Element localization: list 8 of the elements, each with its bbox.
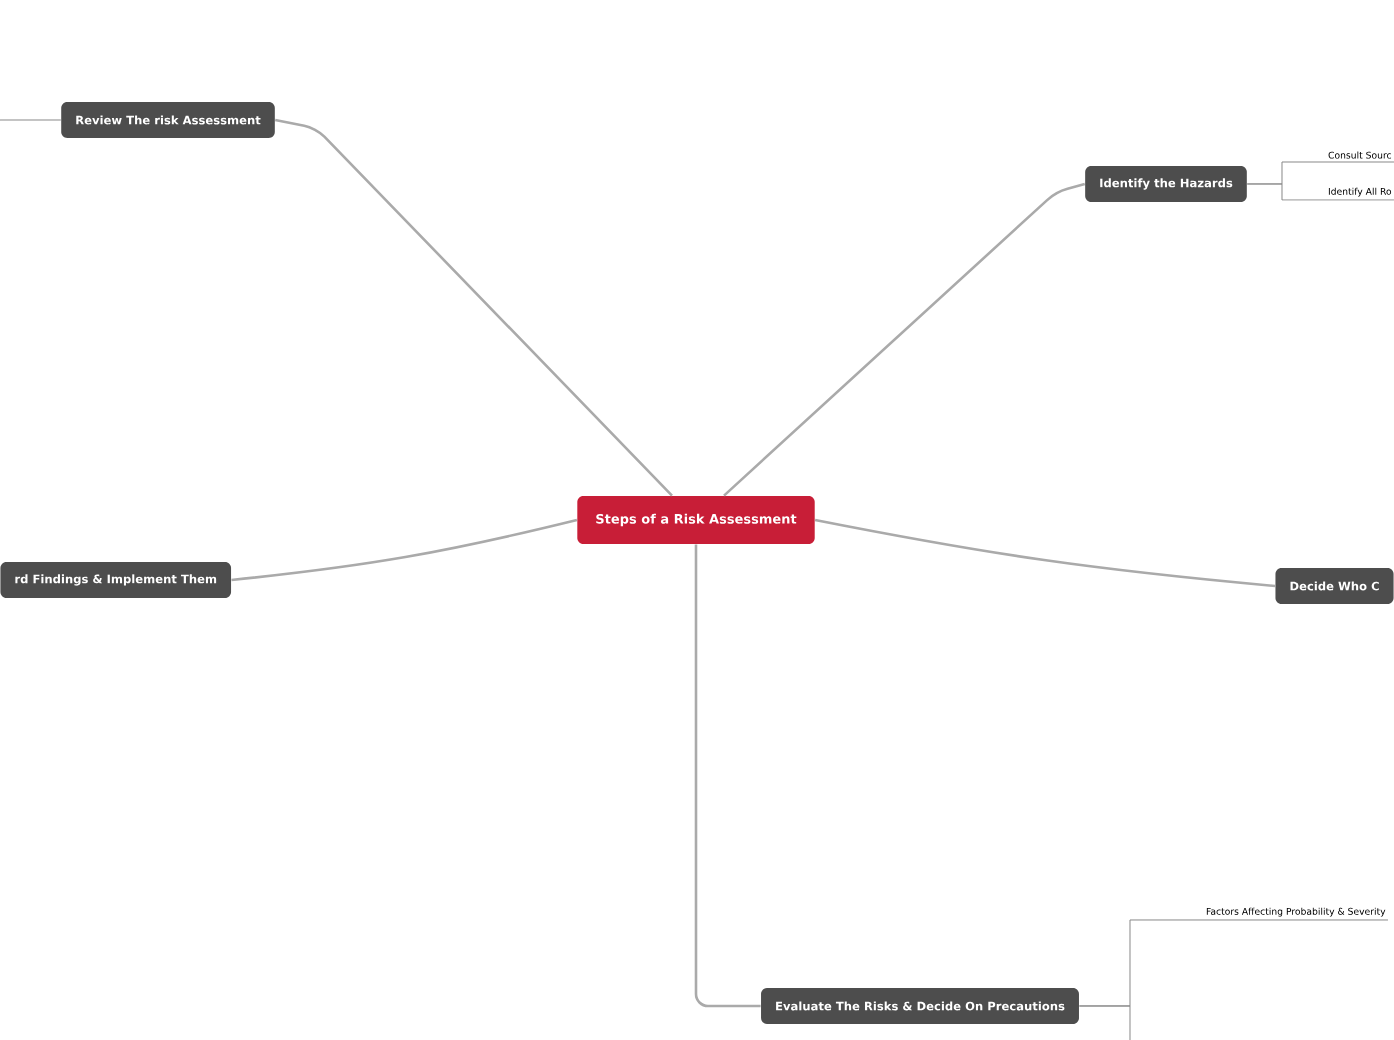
connector-line xyxy=(1078,1005,1131,1040)
connector-line xyxy=(694,544,761,1008)
connector-line xyxy=(274,118,673,497)
connector-line xyxy=(1246,183,1394,201)
connector-line xyxy=(0,119,62,121)
connector-line xyxy=(723,182,1086,497)
connector-line xyxy=(814,518,1276,588)
connector-line xyxy=(231,518,578,582)
